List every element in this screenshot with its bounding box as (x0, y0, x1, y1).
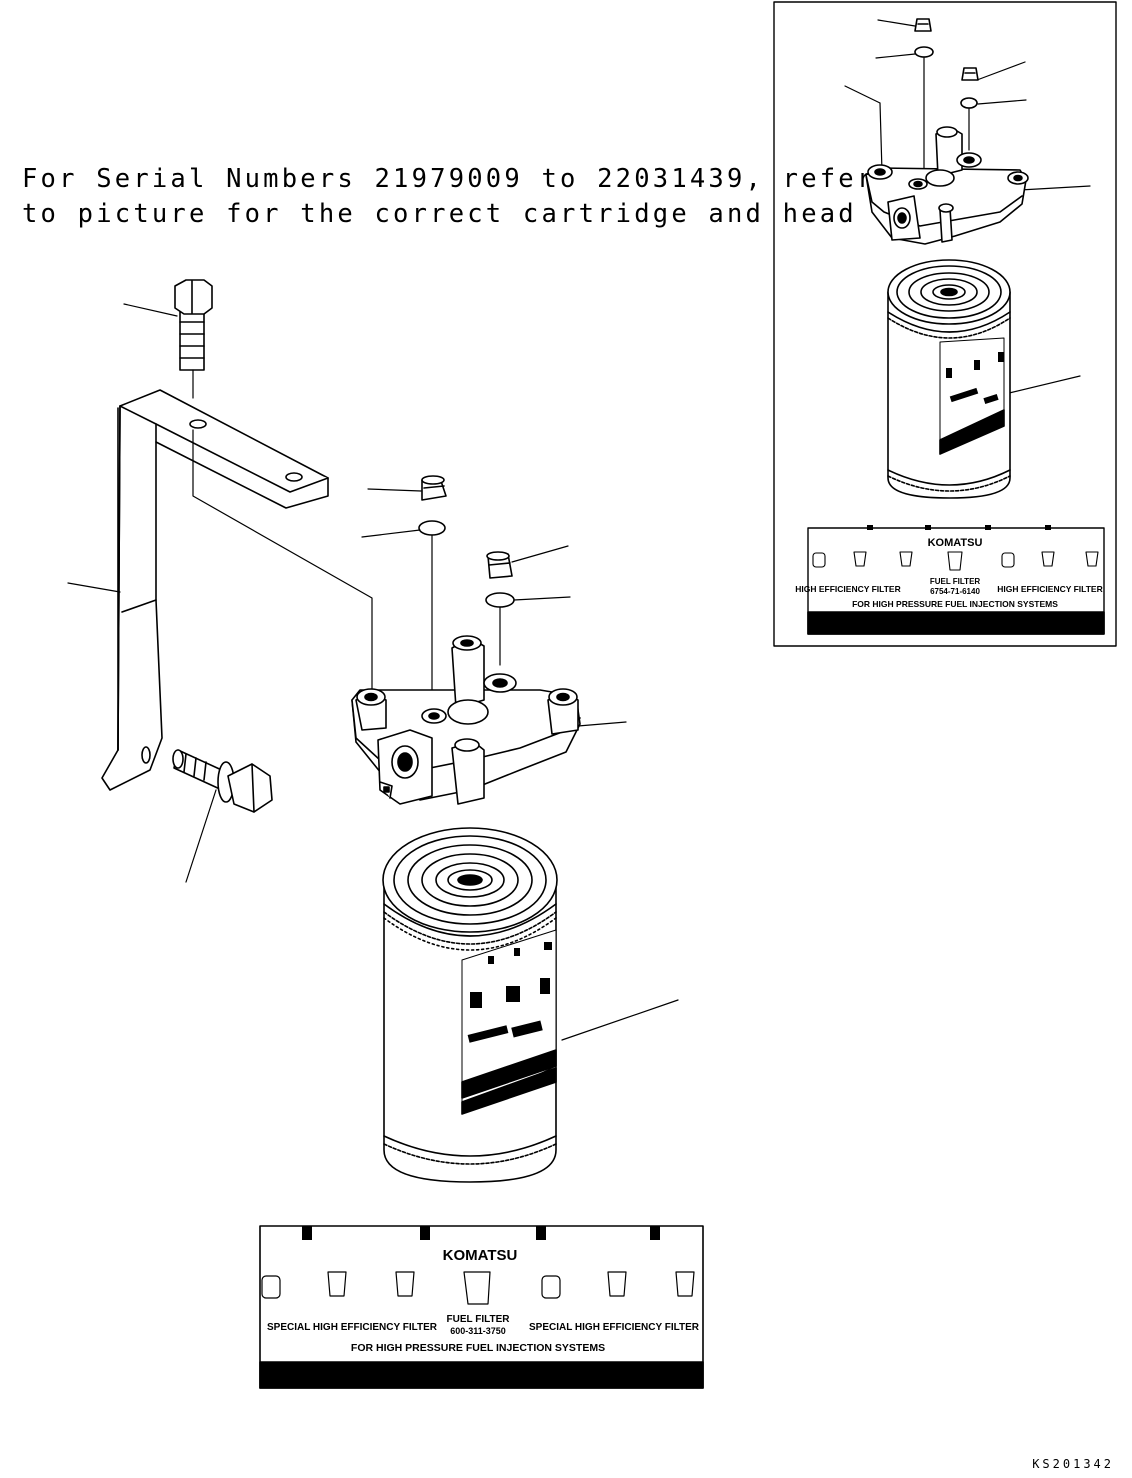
main-decal-right-caption: SPECIAL HIGH EFFICIENCY FILTER (529, 1322, 700, 1333)
main-plug-2 (486, 551, 513, 579)
inset-decal: KOMATSU HIGH EFFICIENCY FILTER HIGH EFFI… (795, 525, 1105, 635)
inset-decal-part-number: 6754-71-6140 (930, 587, 980, 596)
drawing-code: KS201342 (1032, 1457, 1114, 1471)
flange-bolt (172, 749, 273, 813)
main-decal: KOMATSU SPECIAL HIGH EFFICIENCY FILTER S… (259, 1225, 704, 1389)
mounting-bolt (174, 279, 213, 371)
inset-leaders (844, 19, 1091, 395)
inset-oring-2 (960, 97, 978, 109)
main-decal-bottom-caption: FOR HIGH PRESSURE FUEL INJECTION SYSTEMS (351, 1342, 605, 1354)
mounting-bracket (101, 389, 329, 791)
note-line-1: For Serial Numbers 21979009 to 22031439,… (22, 164, 876, 194)
inset-decal-right-caption: HIGH EFFICIENCY FILTER (997, 584, 1102, 594)
main-decal-left-caption: SPECIAL HIGH EFFICIENCY FILTER (267, 1322, 438, 1333)
bracket-leader (67, 582, 121, 593)
main-filter-head (351, 635, 581, 805)
head-leader (577, 721, 627, 727)
main-decal-part-number: 600-311-3750 (450, 1326, 506, 1336)
flange-bolt-leader (185, 789, 217, 883)
main-oring-1 (418, 520, 446, 536)
inset-decal-brand: KOMATSU (928, 537, 983, 549)
main-filter-cartridge (382, 827, 558, 1183)
inset-decal-bottom-caption: FOR HIGH PRESSURE FUEL INJECTION SYSTEMS (852, 599, 1058, 609)
bolt-leader (123, 303, 178, 317)
inset-plug-1 (914, 18, 932, 32)
main-plug-1 (421, 475, 447, 501)
inset-filter-cartridge (887, 259, 1011, 499)
inset-decal-left-caption: HIGH EFFICIENCY FILTER (795, 584, 900, 594)
main-decal-brand: KOMATSU (443, 1247, 518, 1264)
main-decal-center-caption: FUEL FILTER (447, 1314, 511, 1325)
cartridge-leader (561, 999, 679, 1041)
inset-frame (773, 1, 1117, 647)
inset-filter-head (865, 126, 1029, 245)
bracket-to-head-line (192, 429, 373, 691)
inset-decal-center-caption: FUEL FILTER (930, 577, 981, 586)
inset-oring-1 (914, 46, 934, 58)
inset-plug-2 (961, 67, 979, 81)
main-oring-2 (485, 592, 515, 608)
